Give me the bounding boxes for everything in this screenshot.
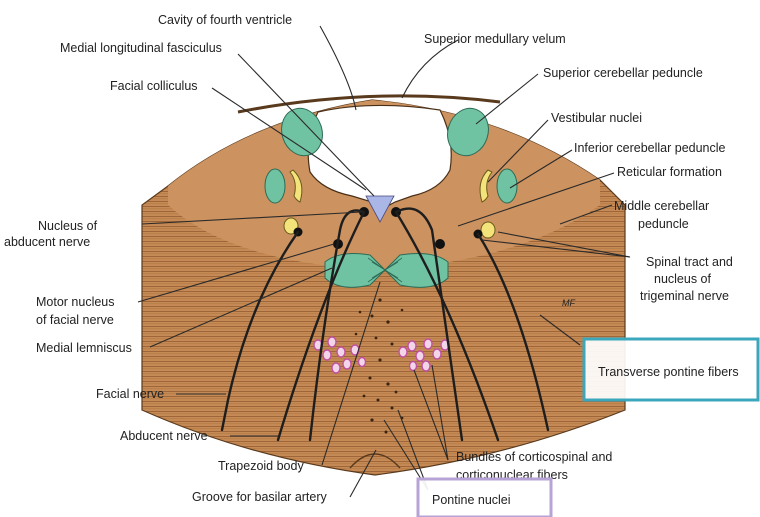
label-nucleus-abducent-line2: abducent nerve [4,235,90,249]
label-groove-basilar-artery: Groove for basilar artery [192,490,328,504]
label-reticular-formation: Reticular formation [617,165,722,179]
label-middle-cerebellar-peduncle-line1: Middle cerebellar [614,199,709,213]
motor-nucleus-facial-right [435,239,445,249]
label-abducent-nerve: Abducent nerve [120,429,208,443]
inferior-cerebellar-peduncle-left [265,169,285,203]
label-superior-cerebellar-peduncle: Superior cerebellar peduncle [543,66,703,80]
label-transverse-pontine-fibers: Transverse pontine fibers [598,365,739,379]
label-motor-nucleus-line2: of facial nerve [36,313,114,327]
label-facial-nerve: Facial nerve [96,387,164,401]
label-spinal-tract-line1: Spinal tract and [646,255,733,269]
label-trapezoid-body: Trapezoid body [218,459,304,473]
label-pontine-nuclei: Pontine nuclei [432,493,511,507]
label-motor-nucleus-line1: Motor nucleus [36,295,115,309]
label-vestibular-nuclei: Vestibular nuclei [551,111,642,125]
label-bundles-line1: Bundles of corticospinal and [456,450,612,464]
label-inferior-cerebellar-peduncle: Inferior cerebellar peduncle [574,141,726,155]
label-spinal-tract-line3: trigeminal nerve [640,289,729,303]
label-medial-lemniscus: Medial lemniscus [36,341,132,355]
artist-signature: MF [562,298,575,308]
label-spinal-tract-line2: nucleus of [654,272,712,286]
label-facial-colliculus: Facial colliculus [110,79,198,93]
label-nucleus-abducent-line1: Nucleus of [38,219,98,233]
spinal-trigeminal-nucleus-right [481,222,495,238]
label-medial-longitudinal-fasciculus: Medial longitudinal fasciculus [60,41,222,55]
label-cavity-fourth-ventricle: Cavity of fourth ventricle [158,13,292,27]
label-superior-medullary-velum: Superior medullary velum [424,32,566,46]
label-middle-cerebellar-peduncle-line2: peduncle [638,217,689,231]
